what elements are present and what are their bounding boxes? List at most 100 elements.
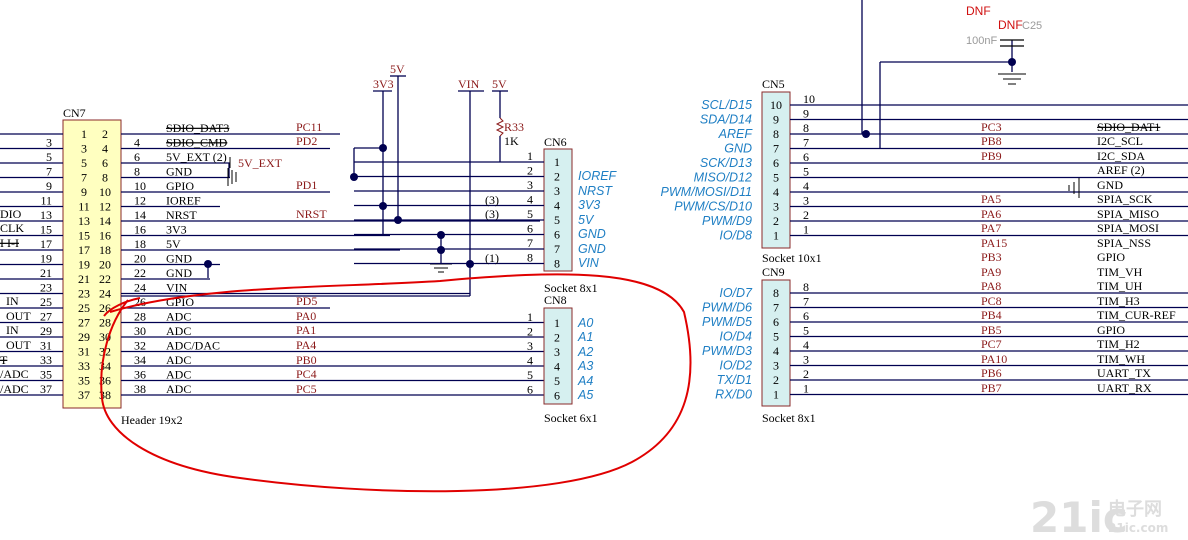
cn5-pin-number: 9	[773, 113, 779, 127]
cn5-signal-label: I2C_SCL	[1097, 134, 1143, 148]
watermark-logo: 21ic 电子网 21ic.com	[1030, 493, 1168, 540]
cn7-pin-number: 31	[78, 345, 90, 359]
cn7-outer-pin-number: 22	[134, 266, 146, 280]
cn7-pin-number: 29	[78, 330, 90, 344]
cn9-net-label: PB7	[981, 381, 1002, 395]
cn9-signal-label: TIM_UH	[1097, 279, 1143, 293]
cn7-pin-number: 16	[99, 229, 111, 243]
cn8-pin-outer-number: 6	[527, 383, 533, 397]
cn7-pin-number: 7	[81, 171, 87, 185]
cn7-signal-label: 3V3	[166, 223, 187, 237]
cn7-outer-pin-number: 17	[40, 237, 52, 251]
cn7-right-net-labels: PC11 PD2 PD1 NRST PD5 PA0 PA1 PA4 PB0 PC…	[296, 120, 327, 396]
cn6-pin-outer-number: 3	[527, 178, 533, 192]
cn8-body	[543, 307, 573, 405]
cn9-signal-label: TIM_H2	[1097, 337, 1140, 351]
cn5-net-label: PB8	[981, 134, 1002, 148]
cn7-outer-pin-number: 9	[46, 179, 52, 193]
cn7-pin-number: 9	[81, 185, 87, 199]
cn9-net-label: PB5	[981, 323, 1002, 337]
cn5-signal-label: GND	[1097, 178, 1123, 192]
right-side-wiring: DNF DNF C25 100nF	[861, 0, 1080, 198]
power-3v3-label: 3V3	[373, 77, 394, 91]
cn9-pin-number: 8	[773, 286, 779, 300]
cn9-net-label: PA10	[981, 352, 1007, 366]
cn7-signal-label: GND	[166, 252, 192, 266]
cn7-outer-pin-number: 5	[46, 150, 52, 164]
cn7-pin-number: 8	[102, 171, 108, 185]
cn5-net-label: PC3	[981, 120, 1002, 134]
cap-dnf-1: DNF	[966, 4, 991, 18]
cn7-pin-number: 4	[102, 142, 108, 156]
cn7-pin-number: 5	[81, 156, 87, 170]
cn5-pin-function: PWM/CS/D10	[674, 200, 752, 214]
cn9-pin-function: PWM/D5	[702, 315, 752, 329]
cn6-pin-outer-number: 8	[527, 251, 533, 265]
net-pd5: PD5	[296, 294, 317, 308]
cn7-outer-pin-number: 6	[134, 150, 140, 164]
cn8-ref: CN8	[544, 293, 567, 307]
cn7-signal-label: 5V	[166, 237, 181, 251]
cn9-pin-function: RX/D0	[715, 388, 752, 402]
cn7-outer-pin-number: 35	[40, 368, 52, 382]
cn9-net-label: PC7	[981, 337, 1002, 351]
cn7-signal-label: SDIO_CMD	[166, 136, 228, 150]
cn7-outer-pin-number: 10	[134, 179, 146, 193]
watermark-url: 21ic.com	[1108, 521, 1168, 535]
cn7-signal-label: ADC	[166, 368, 191, 382]
outer-left-label-9: /ADC	[0, 367, 29, 381]
cn7-outer-pin-number: 34	[134, 353, 146, 367]
cn5-pin-outer-number: 2	[803, 208, 809, 222]
cn7-pin-number: 19	[78, 258, 90, 272]
cn7-pin-number: 25	[78, 301, 90, 315]
cn7-signal-label: ADC	[166, 310, 191, 324]
cn7-pin-number: 11	[78, 200, 90, 214]
cn7-signal-label: IOREF	[166, 194, 201, 208]
cn7-pin-number: 1	[81, 127, 87, 141]
cn7-outer-pin-number: 38	[134, 382, 146, 396]
cn7-outer-pin-number: 24	[134, 281, 146, 295]
cn7-outer-pin-number: 27	[40, 310, 52, 324]
cn5-pin-function: SCL/D15	[701, 98, 752, 112]
cn5-net-label: PA5	[981, 192, 1001, 206]
cn7-ref: CN7	[63, 106, 86, 120]
cn6-pin-number: 5	[554, 213, 560, 227]
cn9-signal-label: GPIO	[1097, 323, 1125, 337]
cn5-pin-number: 10	[770, 98, 782, 112]
cn6-pin-outer-number: 5	[527, 207, 533, 221]
cn8-pin-number: 4	[554, 360, 560, 374]
cn6-label-5v: 5V	[578, 213, 595, 227]
cn5-pin-function: SCK/D13	[700, 156, 752, 170]
cn5-pin-function: PWM/D9	[702, 214, 752, 228]
cn7-pin-number: 10	[99, 185, 111, 199]
cn5-signal-label: SPIA_MISO	[1097, 207, 1159, 221]
junction-dot	[1008, 58, 1016, 66]
cn9-net-label: PB6	[981, 366, 1002, 380]
cn7-pin-number: 24	[99, 287, 111, 301]
cn7-signal-label: ADC	[166, 353, 191, 367]
cn7-signal-label: 5V_EXT (2)	[166, 150, 227, 164]
cn7-outer-pin-number: 11	[40, 194, 52, 208]
cn7-outer-pin-number: 14	[134, 208, 146, 222]
cap-ref: C25	[1022, 20, 1042, 32]
cn5-pin-number: 1	[773, 229, 779, 243]
r33-ref: R33	[504, 120, 524, 134]
cn5-signal-label: GPIO	[1097, 250, 1125, 264]
cn9-net-label: PA9	[981, 265, 1001, 279]
cn5-pin-number: 5	[773, 171, 779, 185]
cn9-signal-label: TIM_H3	[1097, 294, 1140, 308]
cn7-pin-number: 37	[78, 388, 90, 402]
cn5-pin-function: MISO/D12	[694, 171, 752, 185]
net-pb0: PB0	[296, 353, 317, 367]
cn5-ref: CN5	[762, 77, 785, 91]
outer-left-label-2: CLK	[0, 221, 24, 235]
red-annotation-tail	[103, 297, 141, 317]
cn7-outer-pin-number: 13	[40, 208, 52, 222]
cn5-desc: Socket 10x1	[762, 251, 822, 265]
